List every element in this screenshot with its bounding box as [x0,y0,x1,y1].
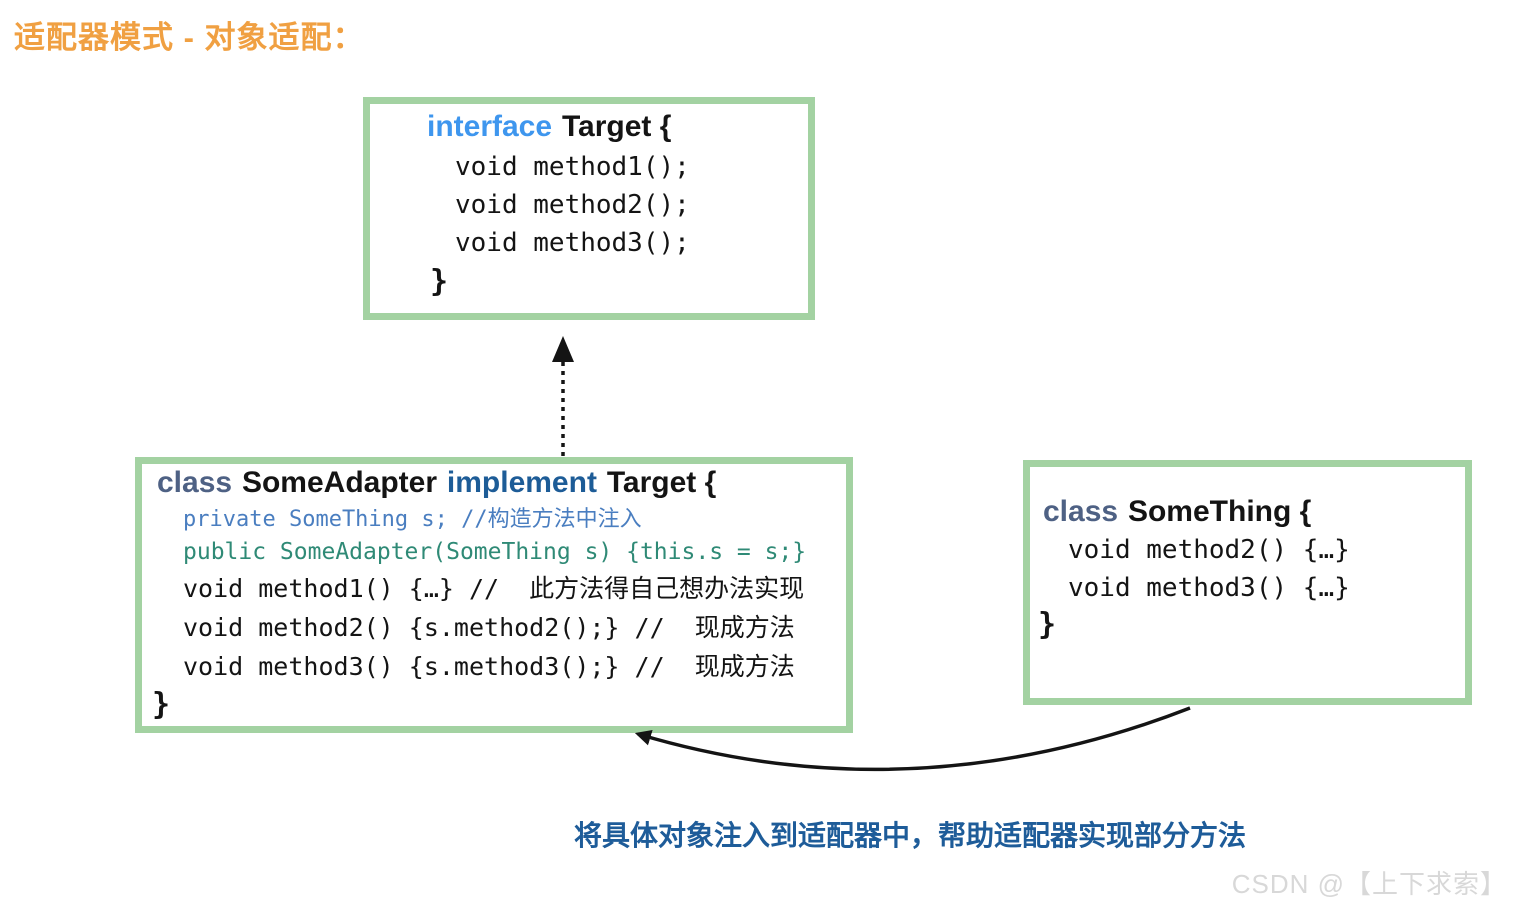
inheritance-arrow-icon [552,336,574,458]
something-method-line: void method3() {…} [1068,573,1350,603]
class-keyword: class [1043,495,1119,528]
adapter-method-line: void method1() {…} // 此方法得自己想办法实现 [183,574,805,603]
class-keyword: class [157,466,233,499]
target-method-line: void method3(); [455,228,690,258]
target-method-line: void method1(); [455,152,690,182]
injection-caption: 将具体对象注入到适配器中，帮助适配器实现部分方法 [573,820,1246,851]
target-method-line: void method2(); [455,190,690,220]
page-title: 适配器模式 - 对象适配： [14,20,365,55]
implemented-target-name: Target { [606,466,717,499]
interface-keyword: interface [427,110,553,143]
adapter-close-brace: } [152,687,171,722]
something-close-brace: } [1038,607,1057,642]
implement-keyword: implement [446,466,597,499]
something-name: SomeThing { [1127,495,1312,528]
target-close-brace: } [430,264,449,299]
csdn-watermark: CSDN @【上下求索】 [1231,869,1507,899]
injection-arrow-icon [634,706,1191,772]
adapter-name: SomeAdapter [241,466,438,499]
adapter-field-line: private SomeThing s; //构造方法中注入 [183,507,642,532]
target-name: Target { [561,110,672,143]
adapter-method-line: void method3() {s.method3();} // 现成方法 [183,652,795,681]
adapter-method-line: void method2() {s.method2();} // 现成方法 [183,613,795,642]
something-method-line: void method2() {…} [1068,535,1350,565]
adapter-constructor-line: public SomeAdapter(SomeThing s) {this.s … [183,539,807,565]
